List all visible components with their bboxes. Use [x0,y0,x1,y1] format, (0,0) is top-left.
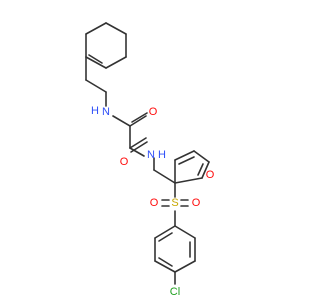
oxamide-core [112,112,148,157]
atom-h1: H [91,105,99,117]
atom-n2: N [147,149,155,161]
atom-o2: O [120,156,129,168]
sulfone-group [161,199,189,227]
atom-os2: O [192,197,201,209]
ethyl-linker [85,56,107,107]
furan-ring [174,150,210,184]
atom-os1: O [150,197,159,209]
atom-n1: N [102,106,110,118]
atom-h2: H [158,149,166,161]
cyclohexene-ring [85,22,127,69]
atom-o1: O [149,106,158,118]
molecule-structure: H N O O N H O S O O Cl [85,22,215,298]
ethane-bridge [153,157,176,198]
chlorophenyl-ring [154,225,196,285]
atom-cl: Cl [170,286,180,298]
atom-s: S [171,197,178,209]
atom-labels: H N O O N H O S O O Cl [91,105,215,298]
atom-o-furan: O [206,169,215,181]
